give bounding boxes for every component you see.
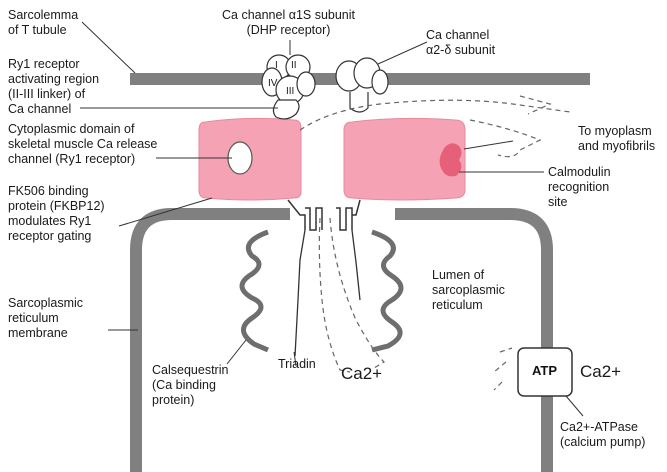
calsequestrin-right: [371, 229, 404, 353]
numeral-i: I: [275, 60, 278, 71]
ry1-right-domain: [343, 117, 466, 201]
label-atp: ATP: [532, 363, 558, 378]
calmodulin-site-shape: [439, 143, 462, 177]
label-atpase: Ca2+-ATPase(calcium pump): [560, 420, 646, 449]
triadin-lines: [294, 229, 361, 357]
label-ca-alpha1s: Ca channel α1S subunit(DHP receptor): [222, 8, 356, 37]
label-ca-center: Ca2+: [341, 364, 383, 383]
ry1-transmembrane-linkers: [287, 199, 361, 231]
atpase-box: [517, 347, 573, 397]
sarcoplasmic-reticulum-membrane: [130, 208, 553, 472]
alpha2-delta-subunit: [335, 57, 389, 113]
ca-flow-dashed-lines: [299, 95, 571, 391]
numeral-ii: II: [291, 60, 297, 71]
numeral-iii: III: [286, 86, 295, 97]
label-triadin: Triadin: [278, 357, 316, 371]
leader-lines: [80, 21, 584, 417]
calsequestrin-left: [239, 229, 269, 353]
alpha1s-subunit: [261, 54, 316, 120]
label-ca-right: Ca2+: [580, 362, 622, 381]
numeral-iv: IV: [268, 78, 278, 89]
label-calsequestrin: Calsequestrin(Ca binding protein): [152, 363, 229, 407]
